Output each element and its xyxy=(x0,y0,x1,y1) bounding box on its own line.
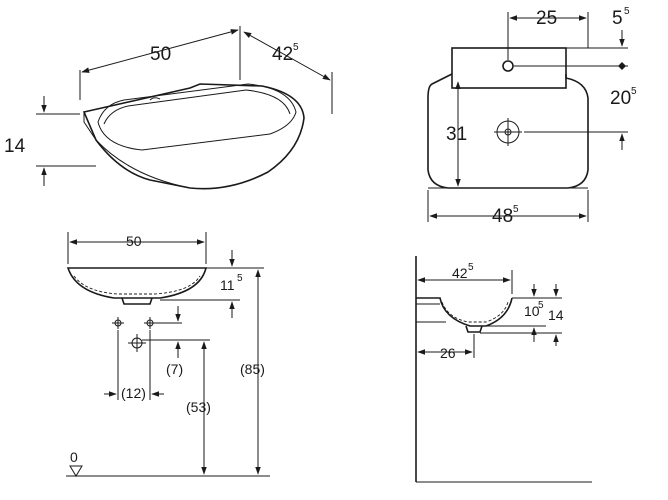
floor-level-label: 0 xyxy=(70,449,78,465)
front-offset-12-label: (12) xyxy=(121,385,146,401)
perspective-view: 50 42 5 14 xyxy=(4,26,333,190)
perspective-depth-label: 42 xyxy=(272,44,293,65)
perspective-height-label: 14 xyxy=(4,136,26,157)
side-depth-sup: 5 xyxy=(468,262,474,273)
front-height-85-label: (85) xyxy=(240,361,265,377)
perspective-depth-sup: 5 xyxy=(293,42,299,53)
front-bowl-label: 11 xyxy=(220,277,235,293)
front-bowl-sup: 5 xyxy=(237,273,243,284)
top-tap-offset-label: 25 xyxy=(536,8,557,29)
top-drain-height-label: 31 xyxy=(446,124,467,145)
perspective-width-label: 50 xyxy=(150,44,171,65)
top-width-label: 48 xyxy=(492,206,513,227)
top-width-sup: 5 xyxy=(513,204,519,215)
top-right-sup: 5 xyxy=(624,6,630,17)
front-height-53-label: (53) xyxy=(186,399,211,415)
front-view: 50 11 5 (7) (12) (53) (85) 0 xyxy=(66,232,270,477)
top-depth-sup: 5 xyxy=(631,86,637,97)
top-right-label: 5 xyxy=(612,8,623,29)
side-height-label: 14 xyxy=(548,307,564,323)
side-rim-label: 10 xyxy=(524,303,540,319)
basin-front-outline xyxy=(66,267,208,352)
front-width-label: 50 xyxy=(126,233,142,249)
fixing-symbols xyxy=(112,317,156,352)
basin-perspective-outline xyxy=(82,83,305,190)
top-depth-label: 20 xyxy=(610,88,631,109)
top-view: 25 5 5 20 5 31 48 5 xyxy=(427,6,637,227)
front-offset-7-label: (7) xyxy=(166,361,183,377)
side-depth-label: 42 xyxy=(452,265,468,281)
basin-top-outline xyxy=(427,47,589,189)
side-view: 42 5 10 5 14 26 xyxy=(415,256,592,483)
side-wall-label: 26 xyxy=(440,345,456,361)
side-rim-sup: 5 xyxy=(538,300,544,311)
basin-side-outline xyxy=(416,297,513,333)
